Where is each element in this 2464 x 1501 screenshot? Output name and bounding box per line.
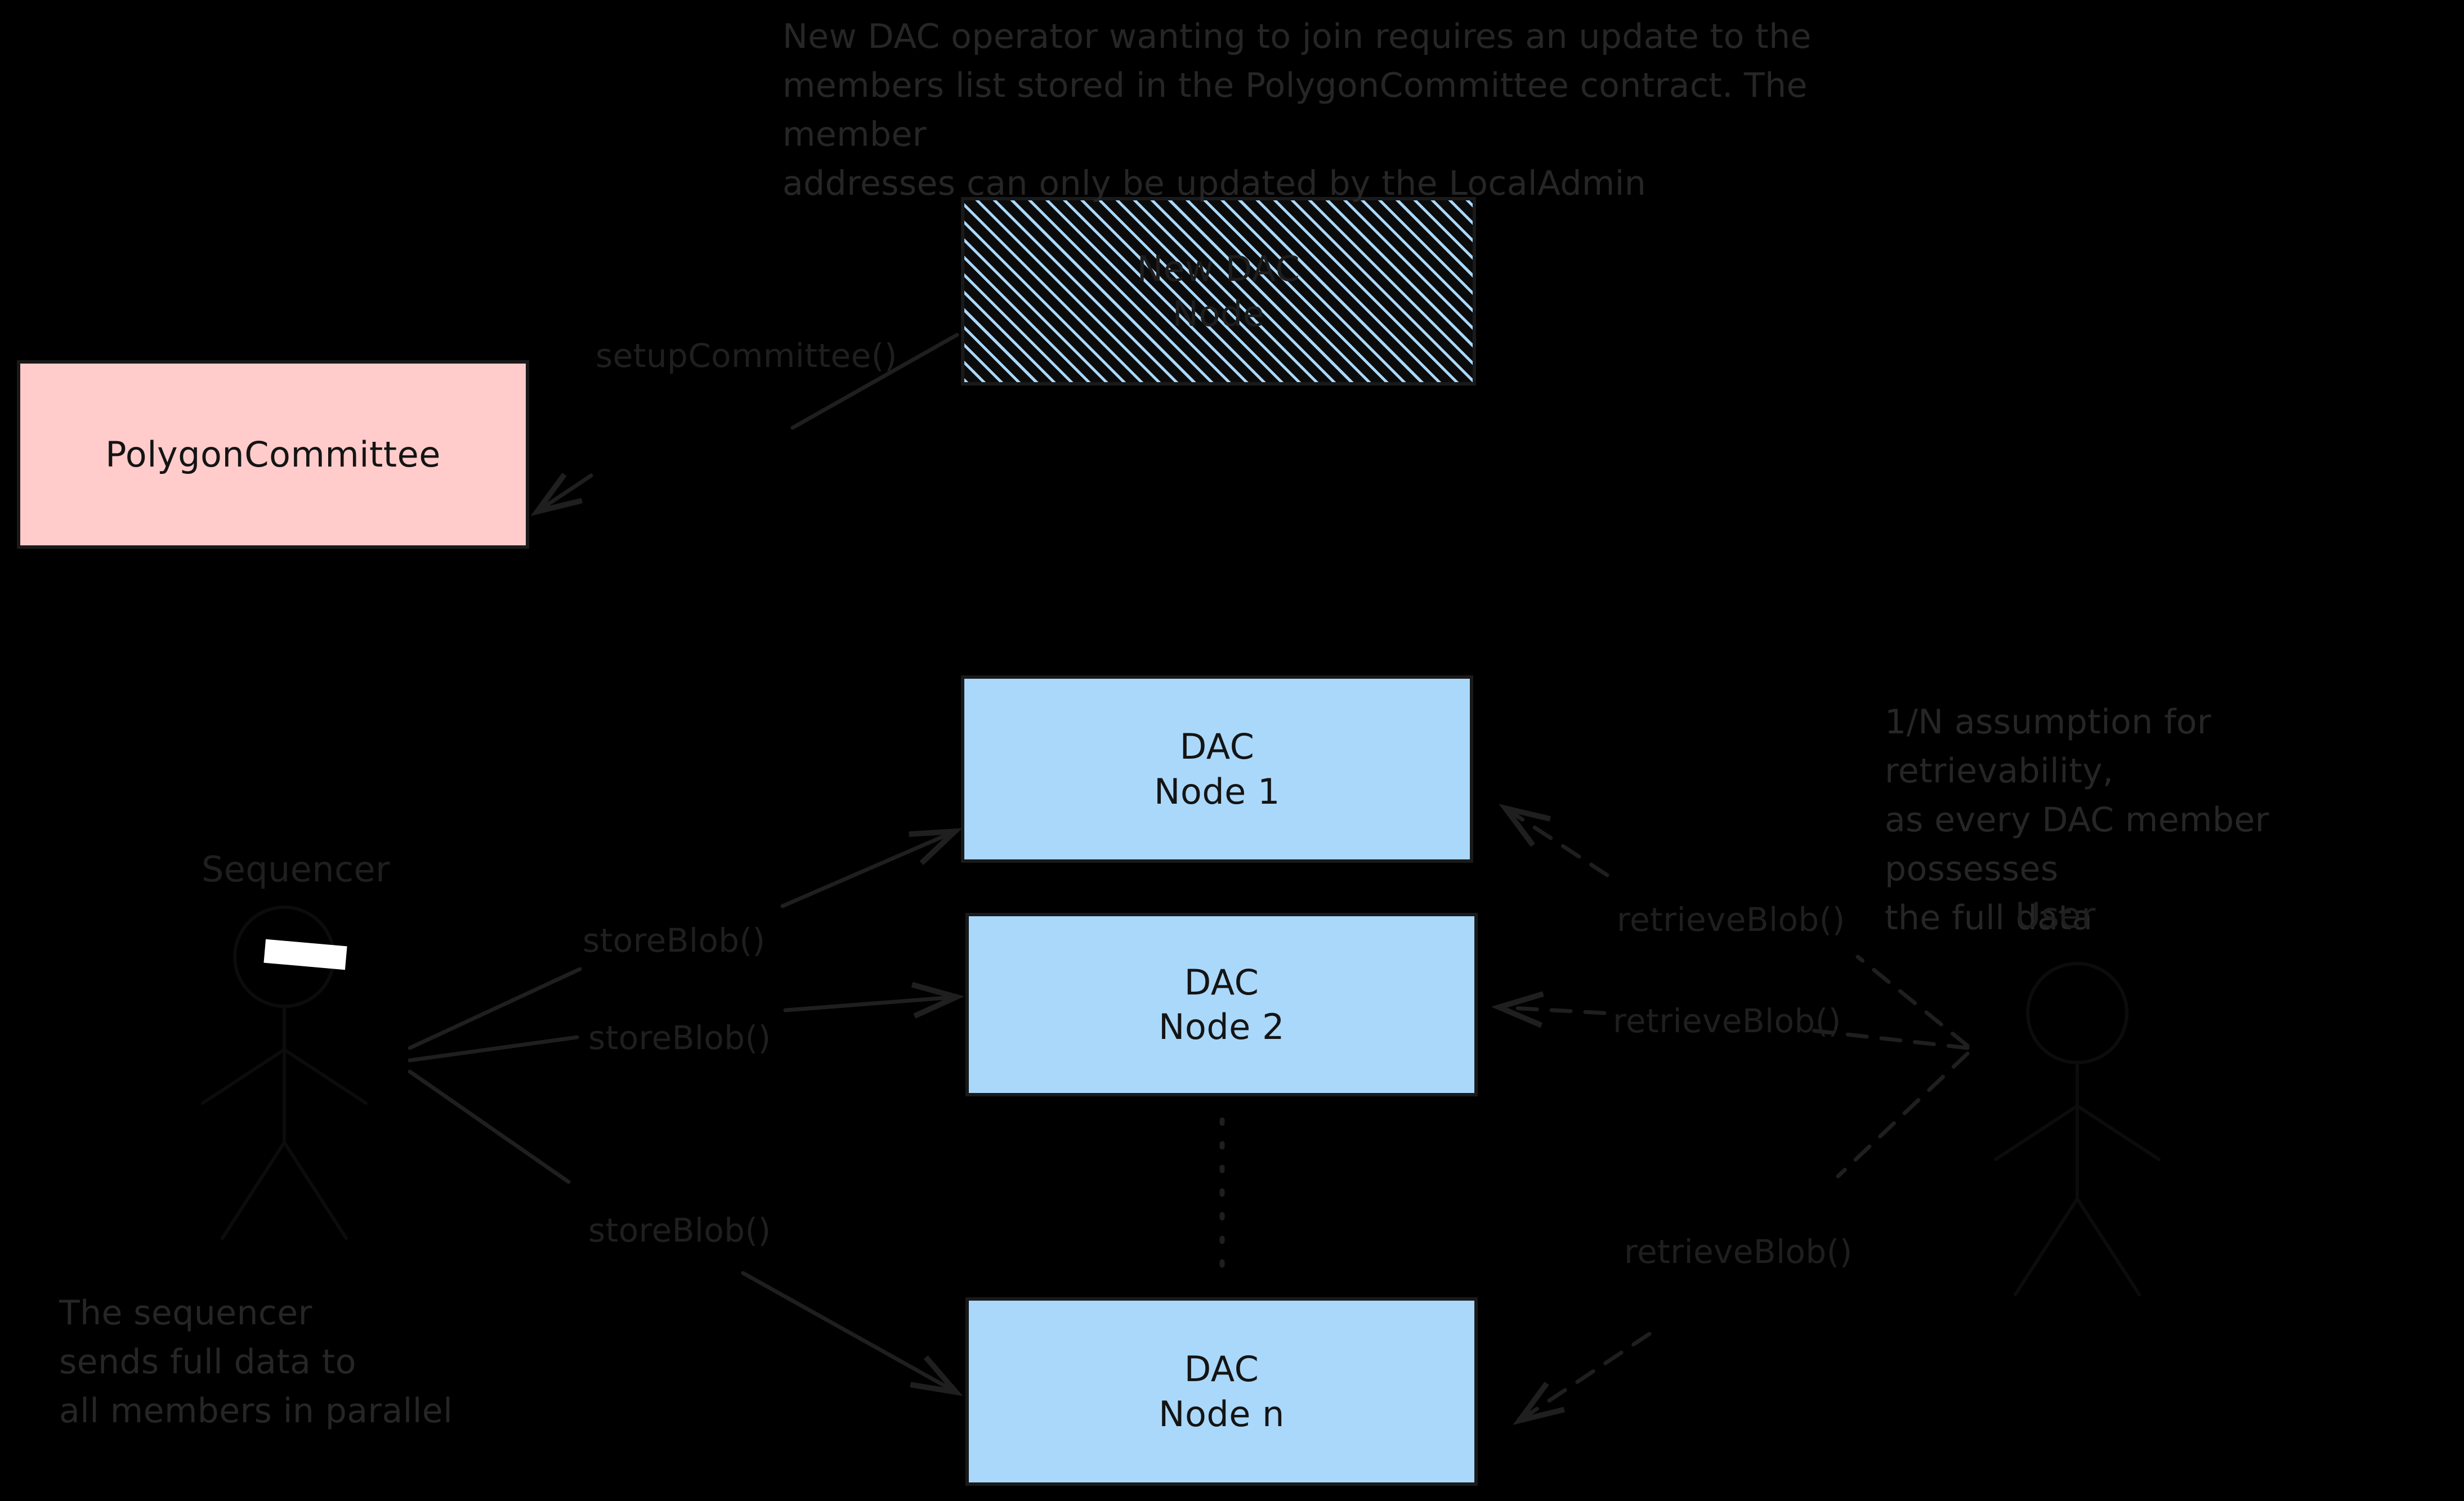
- sequencer-figure: [201, 906, 368, 1240]
- dac-node-n-label-line1: DAC: [1184, 1348, 1259, 1390]
- polygon-committee-label: PolygonCommittee: [105, 433, 441, 475]
- dac-node-n-box[interactable]: DAC Node n: [965, 1297, 1478, 1486]
- edge-label-setup-committee: setupCommittee(): [596, 337, 897, 375]
- dac-node-1-box[interactable]: DAC Node 1: [961, 675, 1473, 863]
- dac-node-n-label-line2: Node n: [1159, 1393, 1285, 1435]
- edge-label-retrieve-blob-2: retrieveBlob(): [1613, 1002, 1841, 1040]
- edge-label-store-blob-2: storeBlob(): [588, 1019, 771, 1057]
- edge-retrieve-blob-2: [1503, 1007, 1970, 1050]
- edge-retrieve-blob-n: [1523, 1051, 1970, 1418]
- edge-store-blob-2: [408, 997, 952, 1063]
- edge-label-store-blob-1: storeBlob(): [583, 921, 766, 960]
- edge-setup-committee: [540, 333, 959, 509]
- edge-label-retrieve-blob-1: retrieveBlob(): [1617, 900, 1845, 939]
- edge-label-retrieve-blob-n: retrieveBlob(): [1624, 1233, 1853, 1271]
- new-dac-node-label-line2: Node: [1172, 293, 1265, 334]
- dac-node-2-label-line1: DAC: [1184, 961, 1259, 1003]
- edge-store-blob-n: [408, 1069, 952, 1390]
- new-dac-node-label-line1: New DAC: [1137, 248, 1300, 290]
- edge-retrieve-blob-1: [1509, 810, 1970, 1048]
- note-top: New DAC operator wanting to join require…: [782, 17, 1812, 203]
- note-bottom-left: The sequencer sends full data to all mem…: [59, 1293, 453, 1431]
- note-right: 1/N assumption for retrievability, as ev…: [1885, 702, 2269, 938]
- edge-label-store-blob-n: storeBlob(): [588, 1211, 771, 1249]
- new-dac-node-box[interactable]: New DAC Node: [961, 197, 1476, 386]
- user-figure: [1994, 962, 2161, 1296]
- polygon-committee-box[interactable]: PolygonCommittee: [17, 360, 529, 549]
- dac-node-2-label-line2: Node 2: [1159, 1006, 1285, 1047]
- user-label: User: [2015, 895, 2096, 936]
- edge-store-blob-1: [408, 833, 951, 1050]
- dac-node-1-label-line1: DAC: [1179, 726, 1255, 768]
- dac-node-2-box[interactable]: DAC Node 2: [965, 913, 1478, 1096]
- dac-node-1-label-line2: Node 1: [1154, 770, 1280, 812]
- sequencer-label: Sequencer: [202, 849, 390, 890]
